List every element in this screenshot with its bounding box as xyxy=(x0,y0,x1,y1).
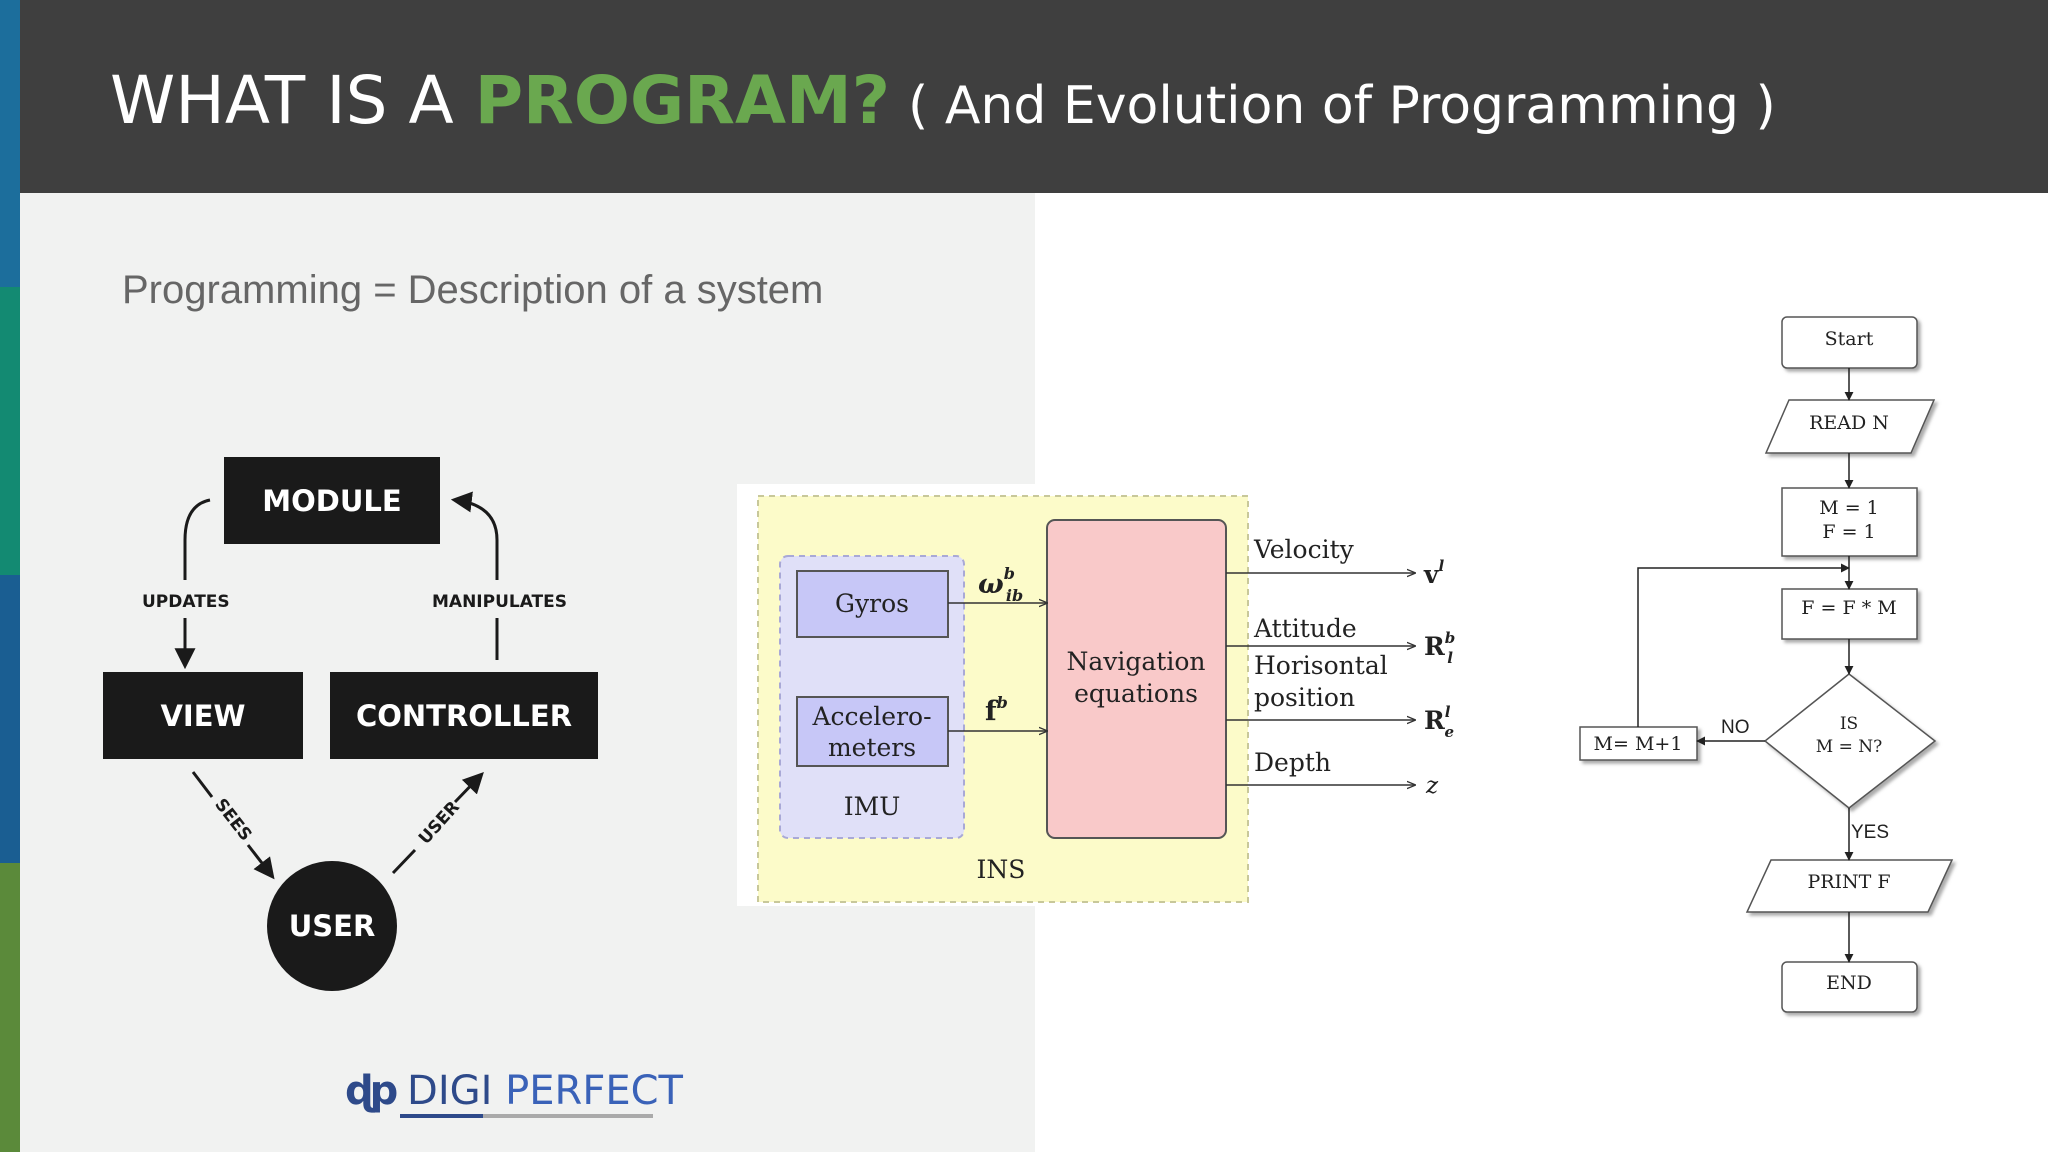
logo-mark-icon: ɖp xyxy=(345,1068,398,1114)
accent-stripe-3 xyxy=(0,575,20,863)
decision-label-2: M = N? xyxy=(1816,737,1882,757)
sees-arrow-end xyxy=(246,844,275,880)
accel-label-2: meters xyxy=(828,733,916,762)
accelerometers-box xyxy=(796,696,949,767)
loop-arrow xyxy=(1637,563,1850,727)
yes-label: YES xyxy=(1851,822,1889,843)
print-io xyxy=(1745,859,1954,913)
manipulates-label: MANIPULATES xyxy=(432,592,568,612)
print-label: PRINT F xyxy=(1807,871,1890,893)
init-label-2: F = 1 xyxy=(1822,521,1875,543)
user-arrow-start xyxy=(391,848,417,875)
digiperfect-logo: ɖp DIGI PERFECT xyxy=(345,1068,683,1114)
position-label: position xyxy=(1254,683,1355,712)
attitude-label: Attitude xyxy=(1253,614,1357,643)
calc-label: F = F * M xyxy=(1801,597,1896,619)
slide-title: WHAT IS A PROGRAM? ( And Evolution of Pro… xyxy=(110,62,1776,139)
logo-underline-accent xyxy=(400,1114,483,1118)
output-v: vl xyxy=(1423,557,1445,589)
gyros-box xyxy=(796,570,949,638)
updates-arrow xyxy=(183,498,211,580)
accent-stripe-4 xyxy=(0,863,20,1152)
decision-label-1: IS xyxy=(1840,714,1858,734)
f-symbol: fb xyxy=(985,693,1008,727)
inc-label: M= M+1 xyxy=(1594,733,1683,755)
title-part-3: ( And Evolution of Programming ) xyxy=(908,76,1776,136)
accel-label-1: Accelero- xyxy=(811,702,931,731)
slide-header xyxy=(20,0,2048,193)
no-label: NO xyxy=(1721,717,1750,738)
sees-arrow-start xyxy=(191,771,214,798)
logo-perfect: PERFECT xyxy=(505,1068,683,1114)
logo-digi: DIGI xyxy=(407,1068,493,1114)
read-label: READ N xyxy=(1809,412,1889,434)
title-part-2: PROGRAM? xyxy=(474,62,891,139)
velocity-label: Velocity xyxy=(1253,535,1355,564)
user-arrow-end xyxy=(453,771,484,804)
manipulates-arrow xyxy=(450,491,499,580)
user-circle: USER xyxy=(267,861,397,991)
accent-stripe-2 xyxy=(0,287,20,575)
imu-label: IMU xyxy=(844,792,901,821)
start-label: Start xyxy=(1825,328,1874,350)
nav-label-1: Navigation xyxy=(1066,647,1205,676)
controller-box: CONTROLLER xyxy=(330,672,598,759)
end-label: END xyxy=(1826,972,1872,994)
navigation-box xyxy=(1046,519,1227,839)
nav-label-2: equations xyxy=(1074,679,1198,708)
horisontal-label: Horisontal xyxy=(1254,651,1388,680)
updates-label: UPDATES xyxy=(142,592,230,612)
module-box: MODULE xyxy=(224,457,440,544)
depth-label: Depth xyxy=(1254,748,1331,777)
output-z: z xyxy=(1425,773,1439,799)
accent-stripe-1 xyxy=(0,0,20,287)
title-part-1: WHAT IS A xyxy=(110,62,475,139)
read-io xyxy=(1764,399,1936,454)
gyros-label: Gyros xyxy=(835,589,909,618)
view-box: VIEW xyxy=(103,672,303,759)
logo-underline xyxy=(400,1114,653,1118)
ins-label: INS xyxy=(977,855,1026,884)
slide-subtitle: Programming = Description of a system xyxy=(122,268,824,312)
init-label-1: M = 1 xyxy=(1819,497,1879,519)
